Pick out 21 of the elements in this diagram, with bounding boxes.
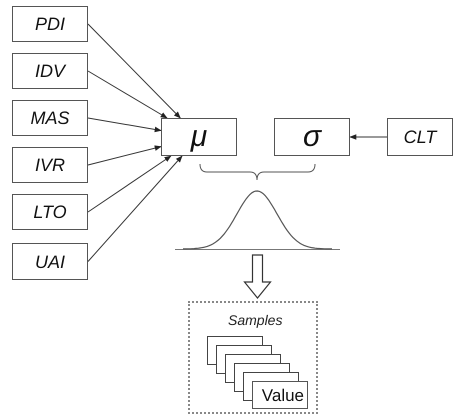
label-box: PDI bbox=[12, 6, 88, 42]
arrow bbox=[88, 156, 172, 212]
arrow bbox=[88, 145, 162, 166]
dashed-group-box bbox=[188, 301, 318, 414]
arrow bbox=[88, 70, 168, 118]
arrow bbox=[88, 155, 183, 262]
label-box: MAS bbox=[12, 100, 88, 136]
label-box: IDV bbox=[12, 53, 88, 89]
label-box: CLT bbox=[387, 118, 453, 156]
label-box: LTO bbox=[12, 194, 88, 230]
arrow bbox=[88, 118, 162, 132]
label-box: UAI bbox=[12, 243, 88, 280]
group-title: Samples bbox=[228, 313, 282, 327]
label-box: μ bbox=[161, 118, 237, 156]
arrow bbox=[349, 134, 388, 140]
label-box: σ bbox=[274, 118, 350, 156]
arrow bbox=[88, 24, 181, 118]
value-card: Value bbox=[252, 381, 308, 409]
bell-curve-drawing bbox=[175, 188, 340, 252]
hollow-arrow bbox=[243, 254, 272, 299]
label-box: IVR bbox=[12, 147, 88, 183]
